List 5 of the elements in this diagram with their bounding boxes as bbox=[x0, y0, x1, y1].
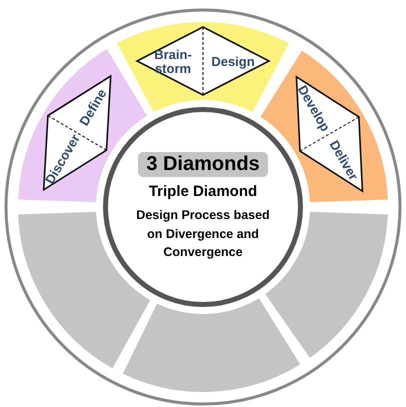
subtitle: Triple Diamond bbox=[148, 182, 258, 200]
title-badge: 3 Diamonds bbox=[138, 152, 268, 177]
phase-label: Brain- storm bbox=[154, 47, 192, 76]
phase-label: Design bbox=[211, 54, 255, 69]
description: Design Process based on Divergence and Convergence bbox=[135, 206, 271, 262]
